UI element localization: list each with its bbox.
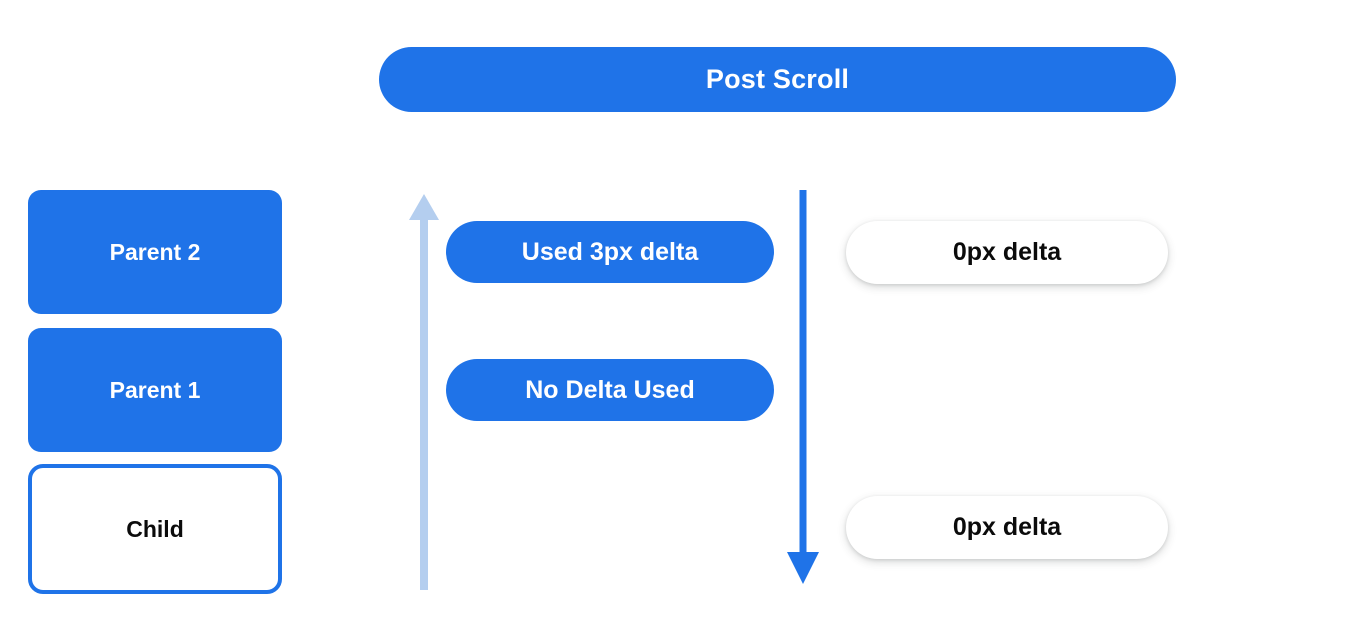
box-child-label: Child bbox=[126, 515, 184, 542]
pill-no-delta-used-label: No Delta Used bbox=[525, 375, 695, 404]
scroll-up-arrow bbox=[409, 194, 439, 590]
box-parent-1: Parent 1 bbox=[28, 328, 282, 452]
pill-zero-delta-top: 0px delta bbox=[846, 221, 1168, 284]
scroll-down-arrow bbox=[787, 190, 819, 584]
pill-zero-delta-bottom: 0px delta bbox=[846, 496, 1168, 559]
box-parent-1-label: Parent 1 bbox=[109, 376, 201, 403]
pill-zero-delta-bottom-label: 0px delta bbox=[952, 513, 1062, 541]
post-scroll-header: Post Scroll bbox=[379, 47, 1176, 112]
box-child: Child bbox=[28, 464, 282, 594]
box-parent-2: Parent 2 bbox=[28, 190, 282, 314]
pill-zero-delta-top-label: 0px delta bbox=[952, 238, 1062, 266]
post-scroll-header-label: Post Scroll bbox=[705, 64, 850, 94]
pill-no-delta-used: No Delta Used bbox=[446, 359, 774, 421]
pill-used-3px-delta: Used 3px delta bbox=[446, 221, 774, 283]
pill-used-3px-delta-label: Used 3px delta bbox=[521, 237, 699, 266]
box-parent-2-label: Parent 2 bbox=[109, 238, 201, 265]
